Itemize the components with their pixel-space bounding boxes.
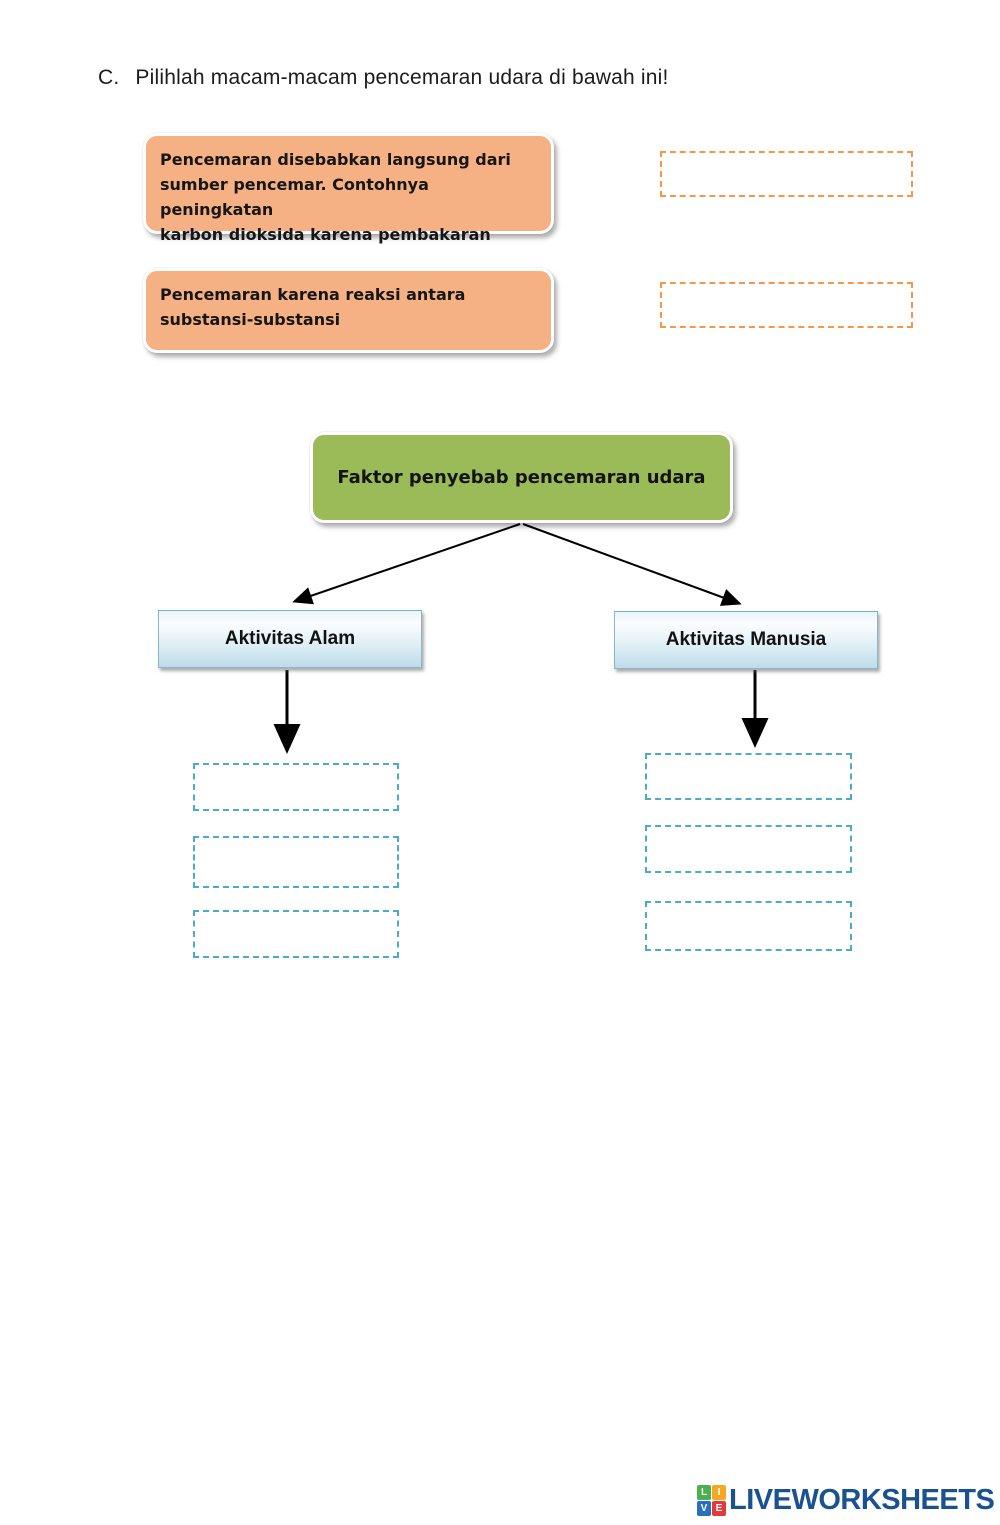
- branch-node-aktivitas-manusia: Aktivitas Manusia: [614, 611, 878, 669]
- question-heading: C. Pilihlah macam-macam pencemaran udara…: [98, 66, 669, 90]
- answer-slot-alam-1[interactable]: [193, 763, 399, 811]
- logo-tile-i: I: [712, 1485, 726, 1500]
- answer-slot-direct-pollution[interactable]: [660, 151, 913, 197]
- liveworksheets-logo-icon: L I V E: [697, 1485, 726, 1516]
- liveworksheets-logo[interactable]: L I V E LIVEWORKSHEETS: [697, 1484, 995, 1517]
- branch-node-aktivitas-alam: Aktivitas Alam: [158, 610, 422, 668]
- arrow-root-to-manusia: [522, 523, 742, 606]
- question-text: Pilihlah macam-macam pencemaran udara di…: [135, 66, 669, 89]
- question-letter: C.: [98, 66, 120, 89]
- answer-slot-reaction-pollution[interactable]: [660, 282, 913, 328]
- diagram-root-node: Faktor penyebab pencemaran udara: [310, 432, 733, 523]
- arrow-root-to-alam: [292, 523, 521, 605]
- logo-tile-l: L: [697, 1485, 711, 1500]
- answer-slot-manusia-2[interactable]: [645, 825, 852, 873]
- definition-card-direct-pollution: Pencemaran disebabkan langsung dari sumb…: [143, 133, 554, 244]
- definition-card-reaction-pollution: Pencemaran karena reaksi antara substans…: [143, 268, 554, 353]
- answer-slot-manusia-3[interactable]: [645, 901, 852, 951]
- logo-tile-v: V: [697, 1501, 711, 1516]
- answer-slot-alam-2[interactable]: [193, 836, 399, 888]
- answer-slot-alam-3[interactable]: [193, 910, 399, 958]
- liveworksheets-logo-text: LIVEWORKSHEETS: [729, 1484, 995, 1516]
- answer-slot-manusia-1[interactable]: [645, 753, 852, 800]
- logo-tile-e: E: [712, 1501, 726, 1516]
